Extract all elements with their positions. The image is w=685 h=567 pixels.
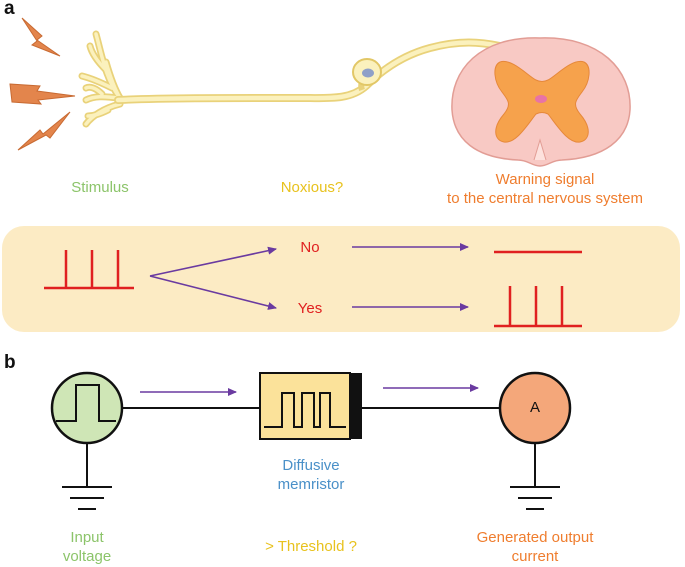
memristor xyxy=(259,372,362,440)
noxious-label: Noxious? xyxy=(280,179,344,196)
warning-label-line1: Warning signal xyxy=(495,171,595,188)
ground-icon xyxy=(62,443,112,510)
branch-arrow-no xyxy=(149,246,277,277)
ammeter-symbol: A xyxy=(529,399,540,416)
memristor-label-line2: memristor xyxy=(277,476,345,493)
lightning-bolt-icon xyxy=(17,111,71,151)
panel-a-letter: a xyxy=(4,0,15,19)
panel-b-letter: b xyxy=(4,352,16,373)
branch-no-label: No xyxy=(300,239,320,256)
warning-label-line2: to the central nervous system xyxy=(447,190,643,207)
lightning-bolt-icon xyxy=(21,17,61,57)
signal-band xyxy=(2,226,680,332)
voltage-source xyxy=(50,371,124,445)
threshold-label: > Threshold ? xyxy=(265,538,357,555)
input-voltage-label-line2: voltage xyxy=(62,548,112,565)
input-pulse-train xyxy=(44,250,134,290)
stimulus-label: Stimulus xyxy=(71,179,129,196)
branch-arrow-yes xyxy=(149,275,277,310)
output-pulse-train xyxy=(494,286,582,328)
lightning-bolt-icon xyxy=(9,83,76,105)
neuron-icon xyxy=(78,30,504,128)
branch-yes-label: Yes xyxy=(297,300,323,317)
memristor-label-line1: Diffusive xyxy=(282,457,340,474)
output-current-label-line2: current xyxy=(511,548,559,565)
output-current-label-line1: Generated output xyxy=(476,529,594,546)
ground-icon xyxy=(510,443,560,510)
spinal-cord-icon xyxy=(451,37,631,167)
input-voltage-label-line1: Input xyxy=(70,529,104,546)
